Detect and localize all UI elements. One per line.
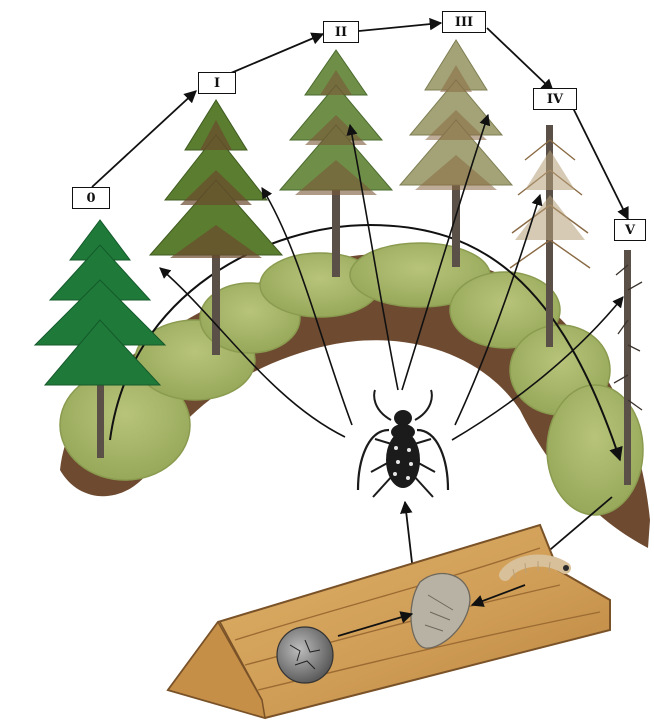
- stage-label-II: II: [323, 21, 359, 43]
- stage-label-III: III: [442, 11, 486, 33]
- arrow-III-to-IV: [487, 28, 553, 91]
- arrow-0-to-I: [92, 91, 196, 187]
- tree-stage-III: [400, 40, 512, 267]
- arrow-I-to-II: [231, 34, 323, 73]
- stage-label-V: V: [614, 219, 646, 241]
- arrow-II-to-III: [359, 23, 441, 31]
- stage-label-IV: IV: [533, 88, 577, 110]
- tree-stage-II: [280, 50, 392, 277]
- stage-label-I: I: [198, 72, 236, 94]
- adult-beetle: [358, 390, 448, 497]
- arrow-IV-to-V: [573, 108, 628, 219]
- stage-label-0: 0: [72, 187, 110, 209]
- egg: [277, 627, 333, 683]
